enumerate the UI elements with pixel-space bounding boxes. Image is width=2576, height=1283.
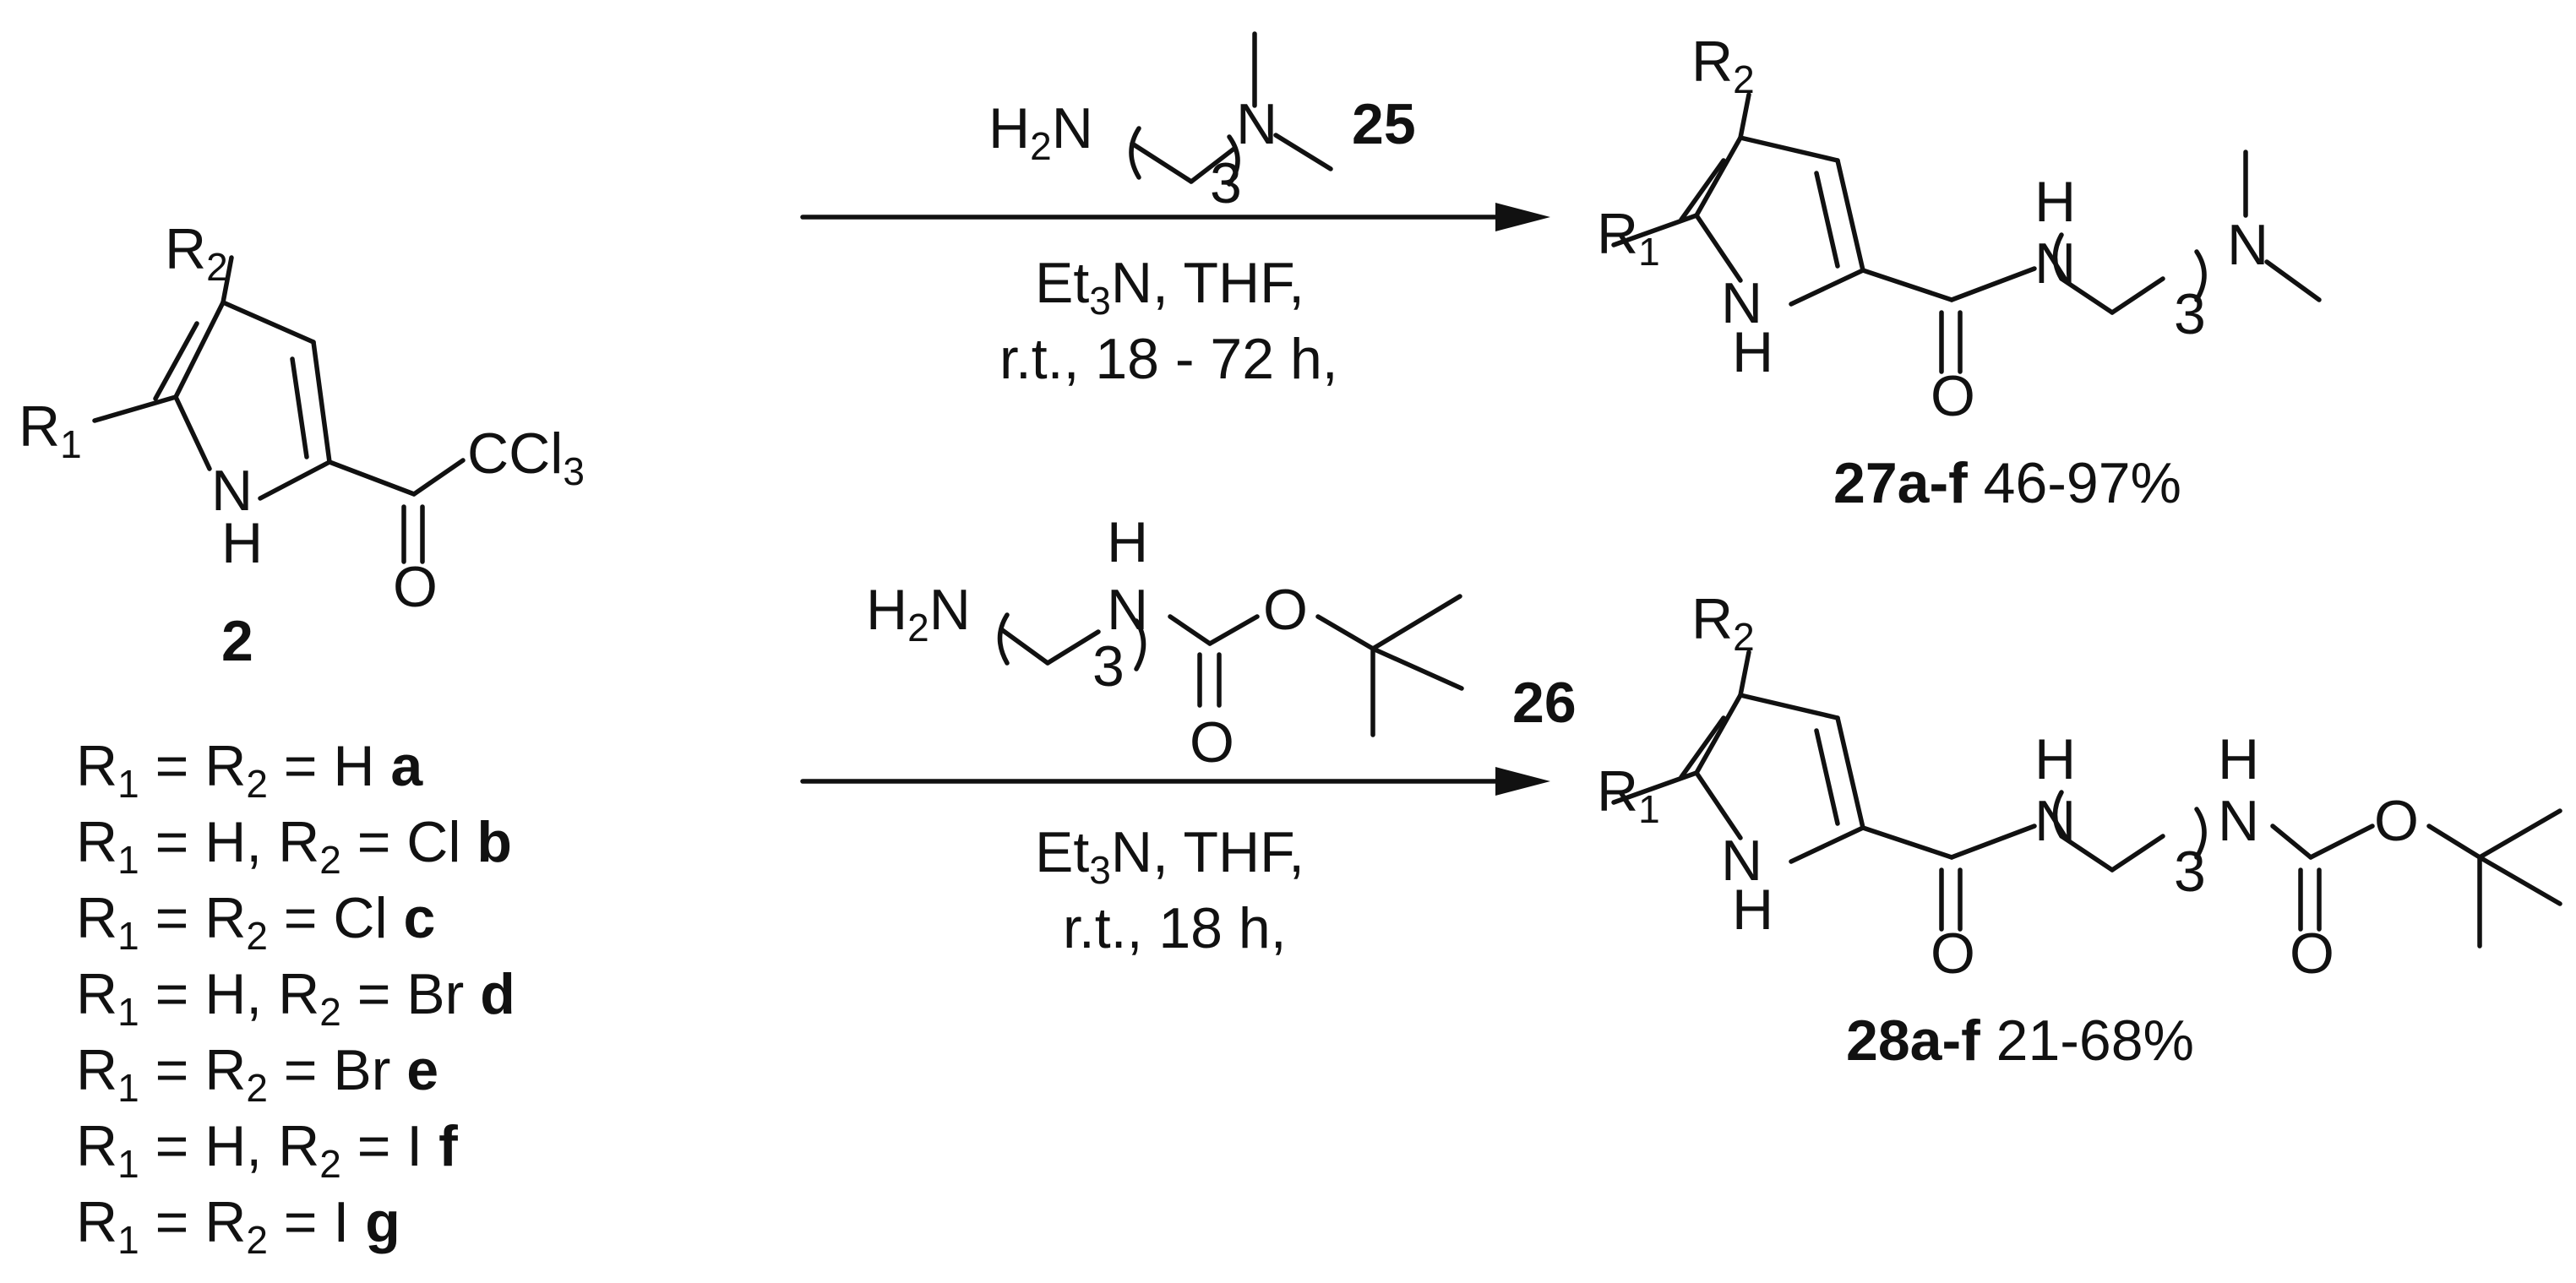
reagent-26-label: 26 bbox=[1512, 671, 1577, 735]
reagent-26-amine: H2N bbox=[866, 578, 971, 650]
substituent-list: R1 = R2 = H a R1 = H, R2 = Cl b R1 = R2 … bbox=[76, 734, 515, 1262]
conditions-1-line-1: Et3N, THF, bbox=[1035, 251, 1304, 323]
product-27-oxygen: O bbox=[1931, 364, 1975, 428]
reagent-25-repeat-count: 3 bbox=[1210, 151, 1242, 215]
product-28-r2-label: R2 bbox=[1691, 587, 1755, 659]
product-27-ring-h: H bbox=[1732, 320, 1773, 384]
substituent-row-c: R1 = R2 = Cl c bbox=[76, 886, 435, 958]
product-28-carbamate-h: H bbox=[2218, 727, 2259, 791]
product-27-ring-n: N bbox=[1721, 271, 1762, 335]
reagent-25-structure bbox=[1129, 31, 1333, 187]
product-28-amide-n: N bbox=[2034, 789, 2076, 853]
conditions-1-line-2: r.t., 18 - 72 h, bbox=[999, 327, 1338, 391]
product-28-carbamate-n: N bbox=[2218, 789, 2259, 853]
product-28-repeat-count: 3 bbox=[2174, 840, 2206, 904]
reagent-26-nh-n: N bbox=[1107, 578, 1148, 642]
substituent-row-e: R1 = R2 = Br e bbox=[76, 1038, 438, 1110]
compound-2-structure bbox=[92, 255, 466, 564]
substituent-row-d: R1 = H, R2 = Br d bbox=[76, 962, 515, 1034]
reagent-26-carbonyl-oxygen: O bbox=[1190, 710, 1234, 775]
product-27-r2-label: R2 bbox=[1691, 30, 1755, 101]
product-28-structure bbox=[1611, 650, 2562, 949]
reagent-25-dimethyl-n: N bbox=[1236, 92, 1277, 156]
conditions-2-line-2: r.t., 18 h, bbox=[1063, 896, 1287, 960]
reagent-25-amine: H2N bbox=[988, 96, 1093, 168]
compound-2-ring-n: N bbox=[211, 459, 253, 523]
reagent-26-repeat-count: 3 bbox=[1092, 634, 1125, 699]
compound-2-r2-label: R2 bbox=[165, 217, 228, 289]
compound-2-oxygen: O bbox=[393, 555, 438, 619]
substituent-row-b: R1 = H, R2 = Cl b bbox=[76, 810, 512, 882]
product-27-structure bbox=[1611, 92, 2322, 374]
product-27-amide-n: N bbox=[2034, 231, 2076, 296]
product-27-amide-h: H bbox=[2034, 170, 2076, 234]
reaction-arrow-1 bbox=[800, 203, 1550, 231]
reagent-26-nh-h: H bbox=[1107, 510, 1148, 574]
reagent-26-structure bbox=[997, 594, 1464, 737]
reagent-25-label: 25 bbox=[1352, 92, 1416, 156]
product-28-ring-h: H bbox=[1732, 878, 1773, 942]
substituent-row-g: R1 = R2 = I g bbox=[76, 1190, 400, 1262]
substituent-row-a: R1 = R2 = H a bbox=[76, 734, 423, 806]
reaction-arrow-2 bbox=[800, 767, 1550, 796]
conditions-2-line-1: Et3N, THF, bbox=[1035, 820, 1304, 892]
product-28-ring-n: N bbox=[1721, 829, 1762, 893]
product-28-carbamate-oxygen: O bbox=[2290, 921, 2334, 986]
product-27-dimethyl-n: N bbox=[2227, 213, 2268, 277]
product-27-r1-label: R1 bbox=[1597, 202, 1660, 274]
compound-2-label: 2 bbox=[221, 609, 253, 673]
product-28-caption: 28a-f 21-68% bbox=[1846, 1008, 2194, 1073]
compound-2-ccl3: CCl3 bbox=[467, 421, 585, 493]
reagent-26-ester-oxygen: O bbox=[1263, 578, 1308, 642]
product-28-ester-oxygen: O bbox=[2374, 789, 2419, 853]
product-28-amide-h: H bbox=[2034, 727, 2076, 791]
product-27-repeat-count: 3 bbox=[2174, 282, 2206, 346]
product-28-r1-label: R1 bbox=[1597, 759, 1660, 831]
product-28-amide-oxygen: O bbox=[1931, 921, 1975, 986]
compound-2-ring-h: H bbox=[221, 511, 263, 575]
substituent-row-f: R1 = H, R2 = I f bbox=[76, 1114, 458, 1186]
product-27-caption: 27a-f 46-97% bbox=[1833, 451, 2181, 515]
compound-2-r1-label: R1 bbox=[19, 394, 82, 466]
